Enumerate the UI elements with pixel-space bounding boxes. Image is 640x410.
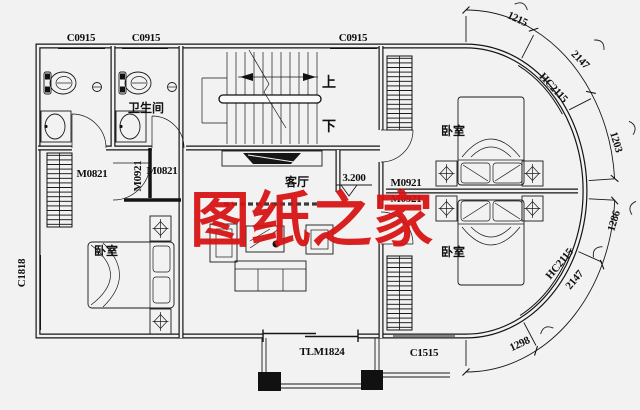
label-door-m0921-r2: M0921 [391, 193, 422, 205]
bed-bottom-right [457, 199, 525, 286]
staircase [201, 49, 322, 144]
stair-handrail [218, 94, 322, 104]
dim-2147-top: 2147 [569, 48, 593, 72]
label-door-m0921-left: M0921 [132, 161, 144, 192]
wardrobe-icon [386, 255, 413, 331]
window-hc2115-bottom [519, 248, 572, 316]
label-window-c1515: C1515 [410, 347, 439, 359]
label-room-bedroom-tr: 卧室 [441, 123, 465, 138]
label-room-bathroom: 卫生间 [128, 100, 164, 115]
curve-dimensions: 1215 2147 HC2115 1203 1286 HC2115 2147 1… [462, 2, 637, 376]
label-window-c0915-2: C0915 [132, 32, 161, 44]
porch [258, 338, 450, 391]
tv-cabinet [221, 150, 323, 167]
doors [71, 113, 414, 245]
dim-1298: 1298 [508, 334, 533, 354]
nightstand-icon [435, 195, 458, 222]
floor-drain-icon [92, 82, 102, 92]
label-room-bedroom-br: 卧室 [441, 244, 465, 259]
label-window-c0915-3: C0915 [339, 32, 368, 44]
floor-drain-icon [167, 82, 177, 92]
label-stairs-up: 上 [322, 75, 336, 91]
label-door-m0821-1: M0821 [77, 168, 108, 180]
column [361, 370, 383, 390]
stair-arrow-left [240, 73, 253, 81]
sink-icon [115, 110, 147, 143]
toilet-icon [118, 71, 152, 95]
label-door-tlm1824: TLM1824 [300, 346, 346, 358]
coffee-table [245, 225, 285, 253]
labels: C0915 C0915 C0915 C1818 C1515 TLM1824 M0… [16, 32, 465, 359]
elevation-marker: 3.200 [336, 172, 372, 197]
elevation-value: 3.200 [342, 172, 366, 184]
dim-1215: 1215 [505, 9, 530, 29]
label-door-m0821-2: M0821 [147, 165, 178, 177]
furniture-layer [40, 55, 544, 335]
toilet-icon [43, 71, 77, 95]
dim-1203: 1203 [607, 130, 625, 154]
walls [35, 43, 588, 343]
sink-icon [40, 110, 72, 143]
stair-break-line [248, 49, 287, 129]
bed-top-right [457, 96, 525, 186]
window-hc2115-top [517, 64, 563, 115]
nightstand-icon [521, 160, 544, 187]
label-door-m0921-r1: M0921 [391, 177, 422, 189]
wardrobe-icon [46, 152, 73, 228]
sliding-door [262, 329, 359, 342]
bed-bottom-left [87, 241, 175, 309]
label-window-c1818: C1818 [16, 258, 28, 287]
nightstand-icon [521, 195, 544, 222]
label-room-bedroom-bl: 卧室 [94, 243, 118, 258]
stair-arrow-right [303, 73, 316, 81]
dim-1286: 1286 [605, 209, 623, 233]
column [258, 372, 281, 391]
wardrobe-icon [386, 55, 413, 131]
sofa-set [209, 223, 334, 292]
nightstand-icon [435, 160, 458, 187]
nightstand-icon [149, 215, 172, 242]
label-window-hc2115-top: HC2115 [536, 71, 570, 106]
label-window-c0915-1: C0915 [67, 32, 96, 44]
label-room-living: 客厅 [284, 174, 309, 189]
watermark-text: 图纸之家 [190, 188, 434, 254]
nightstand-icon [149, 308, 172, 335]
label-stairs-down: 下 [322, 119, 336, 135]
